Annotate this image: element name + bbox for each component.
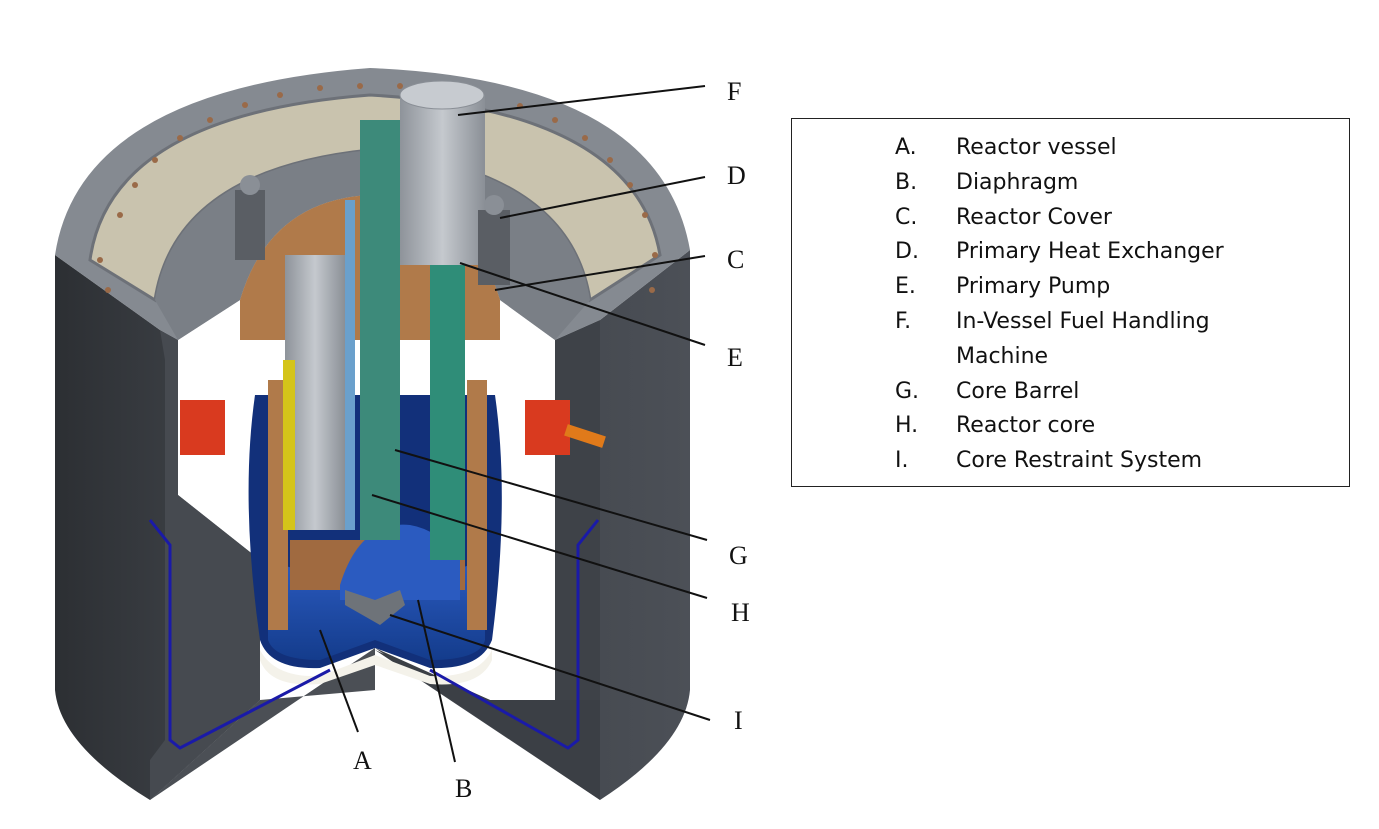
silo-right-wall: [375, 250, 690, 800]
leader-E: [459, 262, 706, 346]
callout-labels: F D C E G H I A B: [353, 77, 750, 803]
legend-letter: D.: [895, 239, 919, 265]
legend-text: Core Restraint System: [956, 448, 1203, 474]
central-rods: [360, 120, 400, 540]
leader-I: [389, 614, 711, 721]
leader-F: [457, 85, 706, 116]
yellow-rod: [283, 360, 295, 530]
legend-text: Reactor Cover: [956, 204, 1112, 230]
callout-lines: [319, 85, 711, 763]
legend-text: Primary Heat Exchanger: [956, 239, 1224, 265]
cut-face-left: [150, 648, 375, 800]
legend-item: I. Core Restraint System: [895, 444, 1256, 479]
callout-H: H: [731, 598, 750, 627]
core-barrel-right: [467, 380, 487, 630]
legend-text: Core Barrel: [956, 378, 1080, 404]
legend-text: In-Vessel Fuel Handling Machine: [956, 308, 1210, 369]
core-restraint-plate: [345, 590, 405, 625]
legend-letter: B.: [895, 169, 918, 195]
liner-line-right: [429, 519, 600, 750]
legend-text: Reactor core: [956, 413, 1096, 439]
callout-C: C: [727, 245, 744, 274]
legend-text: Reactor vessel: [956, 135, 1117, 160]
vessel-white-rim: [260, 650, 492, 685]
leader-D: [499, 176, 706, 219]
callout-E: E: [727, 343, 743, 372]
orange-pipe: [564, 424, 606, 448]
blue-rod: [345, 200, 355, 530]
leader-H: [371, 494, 708, 599]
liner-line-left: [148, 519, 331, 750]
legend-item: B. Diaphragm: [895, 166, 1256, 201]
legend-item: C. Reactor Cover: [895, 201, 1256, 236]
legend-letter: E.: [895, 274, 916, 300]
leader-B: [417, 599, 456, 763]
legend-letter: F.: [895, 308, 912, 334]
inner-wall-left: [150, 330, 260, 800]
legend-text: Diaphragm: [956, 169, 1079, 195]
legend-item: H. Reactor core: [895, 409, 1256, 444]
legend-item: G. Core Barrel: [895, 375, 1256, 410]
legend-letter: G.: [895, 378, 920, 404]
callout-G: G: [729, 541, 748, 570]
leader-A: [319, 629, 359, 733]
legend-letter: A.: [895, 135, 917, 160]
pump-column: [430, 260, 465, 560]
legend-text: Primary Pump: [956, 274, 1111, 300]
leader-G: [394, 449, 708, 541]
legend-item: A. Reactor vessel: [895, 131, 1256, 166]
heat-exchanger-left: [235, 175, 265, 260]
legend-letter: C.: [895, 204, 918, 230]
support-block-right: [525, 400, 570, 455]
concrete-silo: [55, 250, 690, 800]
cut-face-right: [375, 648, 600, 800]
reactor-vessel: [180, 120, 606, 685]
callout-B: B: [455, 774, 472, 803]
fuel-handling-machine: [399, 80, 485, 265]
legend-letter: H.: [895, 413, 919, 439]
callout-A: A: [353, 746, 372, 775]
legend-letter: I.: [895, 448, 909, 474]
legend-item: E. Primary Pump: [895, 270, 1256, 305]
legend-item: F. In-Vessel Fuel Handling Machine: [895, 305, 1256, 375]
heat-exchanger-right: [478, 195, 510, 285]
legend-list: A. Reactor vessel B. Diaphragm C. Reacto…: [895, 131, 1256, 479]
support-block-left: [180, 400, 225, 455]
leader-C: [494, 255, 706, 291]
legend-box: A. Reactor vessel B. Diaphragm C. Reacto…: [791, 118, 1350, 487]
callout-D: D: [727, 161, 746, 190]
deck-bolts: [97, 83, 658, 293]
callout-F: F: [727, 77, 741, 106]
legend-item: D. Primary Heat Exchanger: [895, 235, 1256, 270]
callout-I: I: [734, 706, 743, 735]
